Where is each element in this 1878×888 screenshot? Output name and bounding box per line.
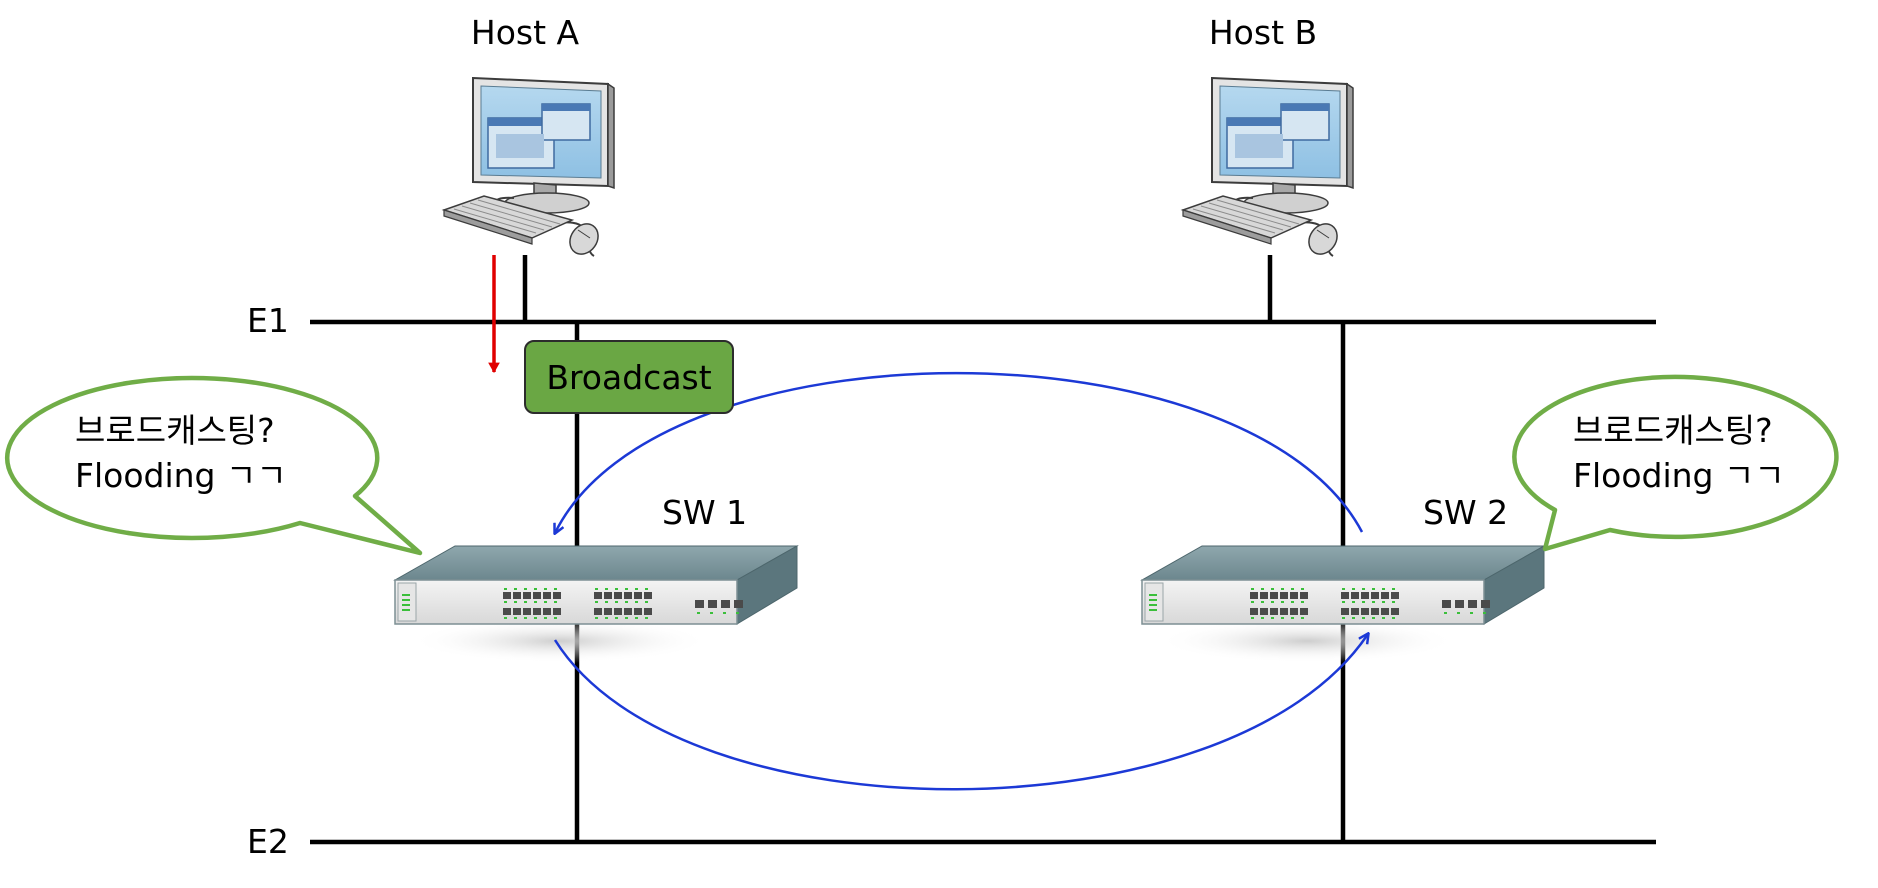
sw2-bubble-text: 브로드캐스팅? Flooding ㄱㄱ <box>1573 408 1785 498</box>
e1-label: E1 <box>247 301 289 340</box>
e2-label: E2 <box>247 822 289 861</box>
sw2-switch-icon <box>1142 546 1544 663</box>
sw1-speech-bubble <box>4 375 423 556</box>
sw1-bubble-line2: Flooding ㄱㄱ <box>75 456 287 495</box>
loop-arrow-bottom <box>553 634 1368 791</box>
sw2-bubble-line1: 브로드캐스팅? <box>1573 411 1773 450</box>
broadcast-label: Broadcast <box>546 357 712 397</box>
host-b-computer-icon <box>1182 77 1354 261</box>
broadcast-tag: Broadcast <box>524 340 734 414</box>
host-a-computer-icon <box>443 77 615 261</box>
sw1-label: SW 1 <box>662 493 748 532</box>
sw1-bubble-line1: 브로드캐스팅? <box>75 411 275 450</box>
host-a-label: Host A <box>470 13 580 52</box>
sw2-bubble-line2: Flooding ㄱㄱ <box>1573 456 1785 495</box>
sw2-label: SW 2 <box>1423 493 1509 532</box>
loop-arrow-top <box>555 372 1364 533</box>
sw1-bubble-text: 브로드캐스팅? Flooding ㄱㄱ <box>75 408 287 498</box>
host-b-label: Host B <box>1208 13 1318 52</box>
sw1-switch-icon <box>395 546 797 663</box>
sw2-speech-bubble <box>1512 374 1839 552</box>
